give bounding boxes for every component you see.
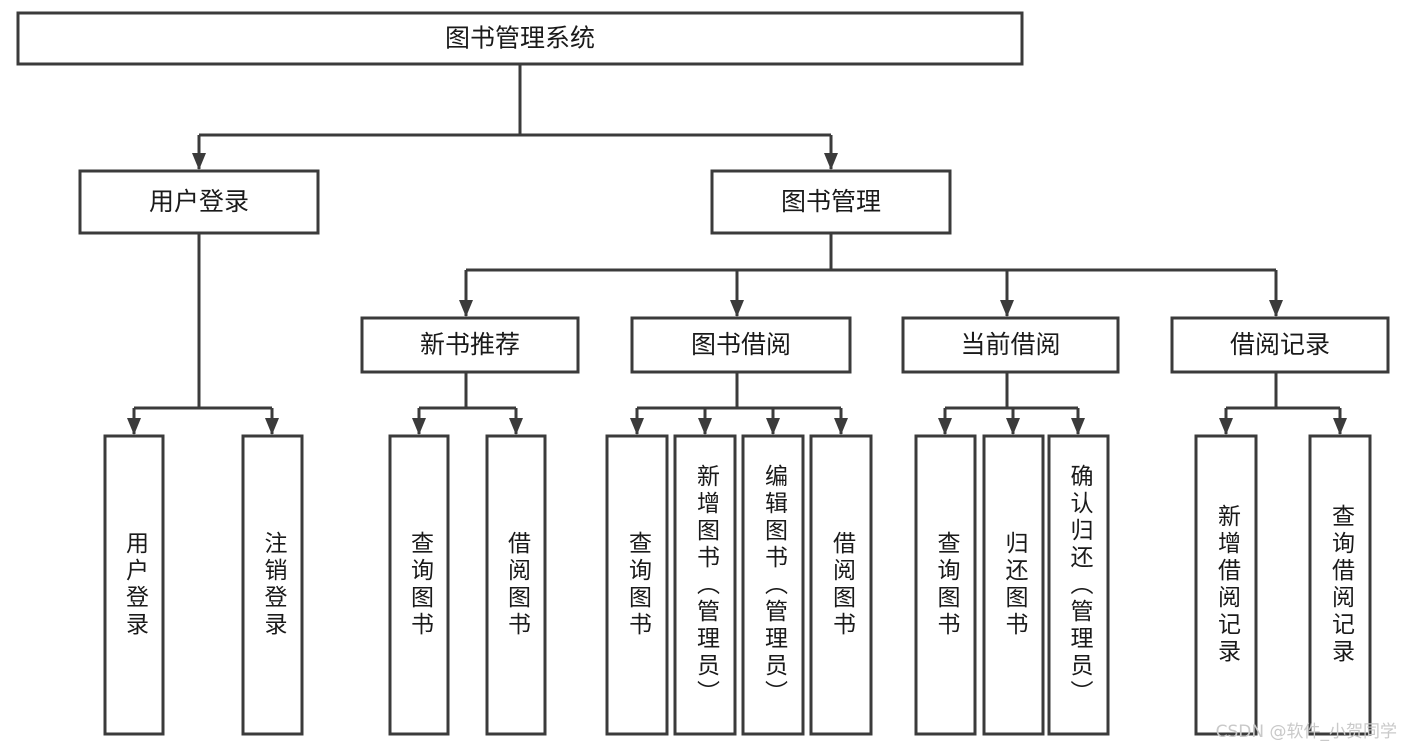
node-label-leaf-add-borrow-record: 新增借阅记录 [1213,504,1240,666]
node-label-leaf-add-book-admin: 新增图书（管理员） [692,463,719,707]
node-label-wrap-leaf-add-book-admin: 新增图书（管理员） [692,463,719,707]
current-borrow-to-leaves-arrow-2 [1071,418,1085,435]
nodes-layer: 图书管理系统用户登录图书管理新书推荐图书借阅当前借阅借阅记录用户登录注销登录查询… [16,11,1390,736]
user-login-to-leaves-arrow-0 [127,418,141,435]
node-box-leaf-query-book-cb [914,434,977,736]
node-label-leaf-query-book-cb: 查询图书 [933,531,959,639]
root-to-level2-arrow-0 [192,153,206,170]
node-new-book-rec[interactable]: 新书推荐 [360,316,580,374]
node-root[interactable]: 图书管理系统 [16,11,1024,66]
node-leaf-borrow-book-rec[interactable]: 借阅图书 [485,434,547,736]
node-leaf-user-logout[interactable]: 注销登录 [241,434,304,736]
node-leaf-query-book-rec[interactable]: 查询图书 [388,434,450,736]
node-box-leaf-query-book-rec [388,434,450,736]
node-label-leaf-borrow-book-bb: 借阅图书 [828,531,855,639]
node-box-leaf-confirm-return [1047,434,1110,736]
node-leaf-return-book[interactable]: 归还图书 [982,434,1045,736]
node-box-current-borrow [901,316,1120,374]
node-label-wrap-leaf-borrow-book-bb: 借阅图书 [828,531,855,639]
node-box-book-manage [710,169,952,235]
user-login-to-leaves-arrow-1 [265,418,279,435]
node-box-user-login [78,169,320,235]
node-label-book-manage: 图书管理 [781,187,881,216]
node-label-new-book-rec: 新书推荐 [420,330,520,359]
node-label-leaf-query-borrow-record: 查询借阅记录 [1327,504,1354,666]
node-label-leaf-confirm-return: 确认归还（管理员） [1066,463,1092,707]
current-borrow-to-leaves-arrow-0 [938,418,952,435]
node-box-leaf-query-borrow-record [1308,434,1372,736]
new-book-rec-to-leaves-arrow-1 [509,418,523,435]
node-box-root [16,11,1024,66]
borrow-record-to-leaves-arrow-1 [1333,418,1347,435]
node-box-leaf-add-book-admin [673,434,737,736]
node-label-user-login: 用户登录 [149,187,249,216]
node-box-leaf-add-borrow-record [1194,434,1258,736]
book-manage-to-level3-arrow-2 [1000,300,1014,317]
node-leaf-add-book-admin[interactable]: 新增图书（管理员） [673,434,737,736]
node-label-root: 图书管理系统 [445,24,595,53]
node-label-leaf-query-book-rec: 查询图书 [406,531,433,639]
node-label-wrap-leaf-query-book-bb: 查询图书 [624,531,651,639]
node-leaf-query-book-cb[interactable]: 查询图书 [914,434,977,736]
book-manage-to-level3-arrow-3 [1269,300,1283,317]
node-label-wrap-leaf-add-borrow-record: 新增借阅记录 [1213,504,1240,666]
node-label-leaf-user-logout: 注销登录 [260,531,286,639]
node-user-login[interactable]: 用户登录 [78,169,320,235]
node-label-wrap-leaf-borrow-book-rec: 借阅图书 [503,531,530,639]
node-label-borrow-record: 借阅记录 [1230,330,1330,359]
node-label-wrap-leaf-edit-book-admin: 编辑图书（管理员） [760,463,787,707]
node-label-leaf-return-book: 归还图书 [1001,531,1027,639]
root-to-level2-arrow-1 [824,153,838,170]
node-current-borrow[interactable]: 当前借阅 [901,316,1120,374]
book-borrow-to-leaves-arrow-0 [630,418,644,435]
node-label-wrap-leaf-user-logout: 注销登录 [260,531,286,639]
node-label-wrap-leaf-return-book: 归还图书 [1001,531,1027,639]
new-book-rec-to-leaves-arrow-0 [412,418,426,435]
node-box-leaf-borrow-book-rec [485,434,547,736]
node-book-borrow[interactable]: 图书借阅 [630,316,852,374]
node-label-leaf-borrow-book-rec: 借阅图书 [503,531,530,639]
node-box-leaf-borrow-book-bb [809,434,873,736]
node-label-current-borrow: 当前借阅 [960,330,1060,359]
edges-layer [127,64,1347,435]
node-leaf-add-borrow-record[interactable]: 新增借阅记录 [1194,434,1258,736]
node-box-leaf-user-logout [241,434,304,736]
node-box-borrow-record [1170,316,1390,374]
node-leaf-query-borrow-record[interactable]: 查询借阅记录 [1308,434,1372,736]
node-label-wrap-leaf-confirm-return: 确认归还（管理员） [1066,463,1092,707]
node-box-leaf-return-book [982,434,1045,736]
node-box-leaf-edit-book-admin [741,434,805,736]
csdn-watermark: CSDN @软件_小贺同学 [1215,722,1397,742]
node-box-leaf-query-book-bb [605,434,669,736]
book-borrow-to-leaves-arrow-2 [766,418,780,435]
node-leaf-edit-book-admin[interactable]: 编辑图书（管理员） [741,434,805,736]
current-borrow-to-leaves-arrow-1 [1006,418,1020,435]
node-box-new-book-rec [360,316,580,374]
node-label-wrap-leaf-query-book-rec: 查询图书 [406,531,433,639]
node-label-leaf-edit-book-admin: 编辑图书（管理员） [760,463,787,707]
book-borrow-to-leaves-arrow-3 [834,418,848,435]
book-manage-to-level3-arrow-0 [459,300,473,317]
node-label-wrap-leaf-query-book-cb: 查询图书 [933,531,959,639]
book-manage-to-level3-arrow-1 [730,300,744,317]
node-label-book-borrow: 图书借阅 [691,330,791,359]
book-borrow-to-leaves-arrow-1 [698,418,712,435]
node-leaf-user-login[interactable]: 用户登录 [103,434,165,736]
node-label-wrap-leaf-user-login: 用户登录 [121,531,148,639]
borrow-record-to-leaves-arrow-0 [1219,418,1233,435]
node-label-leaf-user-login: 用户登录 [121,531,148,639]
node-label-leaf-query-book-bb: 查询图书 [624,531,651,639]
node-leaf-borrow-book-bb[interactable]: 借阅图书 [809,434,873,736]
node-box-leaf-user-login [103,434,165,736]
node-leaf-query-book-bb[interactable]: 查询图书 [605,434,669,736]
node-leaf-confirm-return[interactable]: 确认归还（管理员） [1047,434,1110,736]
node-box-book-borrow [630,316,852,374]
node-book-manage[interactable]: 图书管理 [710,169,952,235]
node-label-wrap-leaf-query-borrow-record: 查询借阅记录 [1327,504,1354,666]
node-borrow-record[interactable]: 借阅记录 [1170,316,1390,374]
